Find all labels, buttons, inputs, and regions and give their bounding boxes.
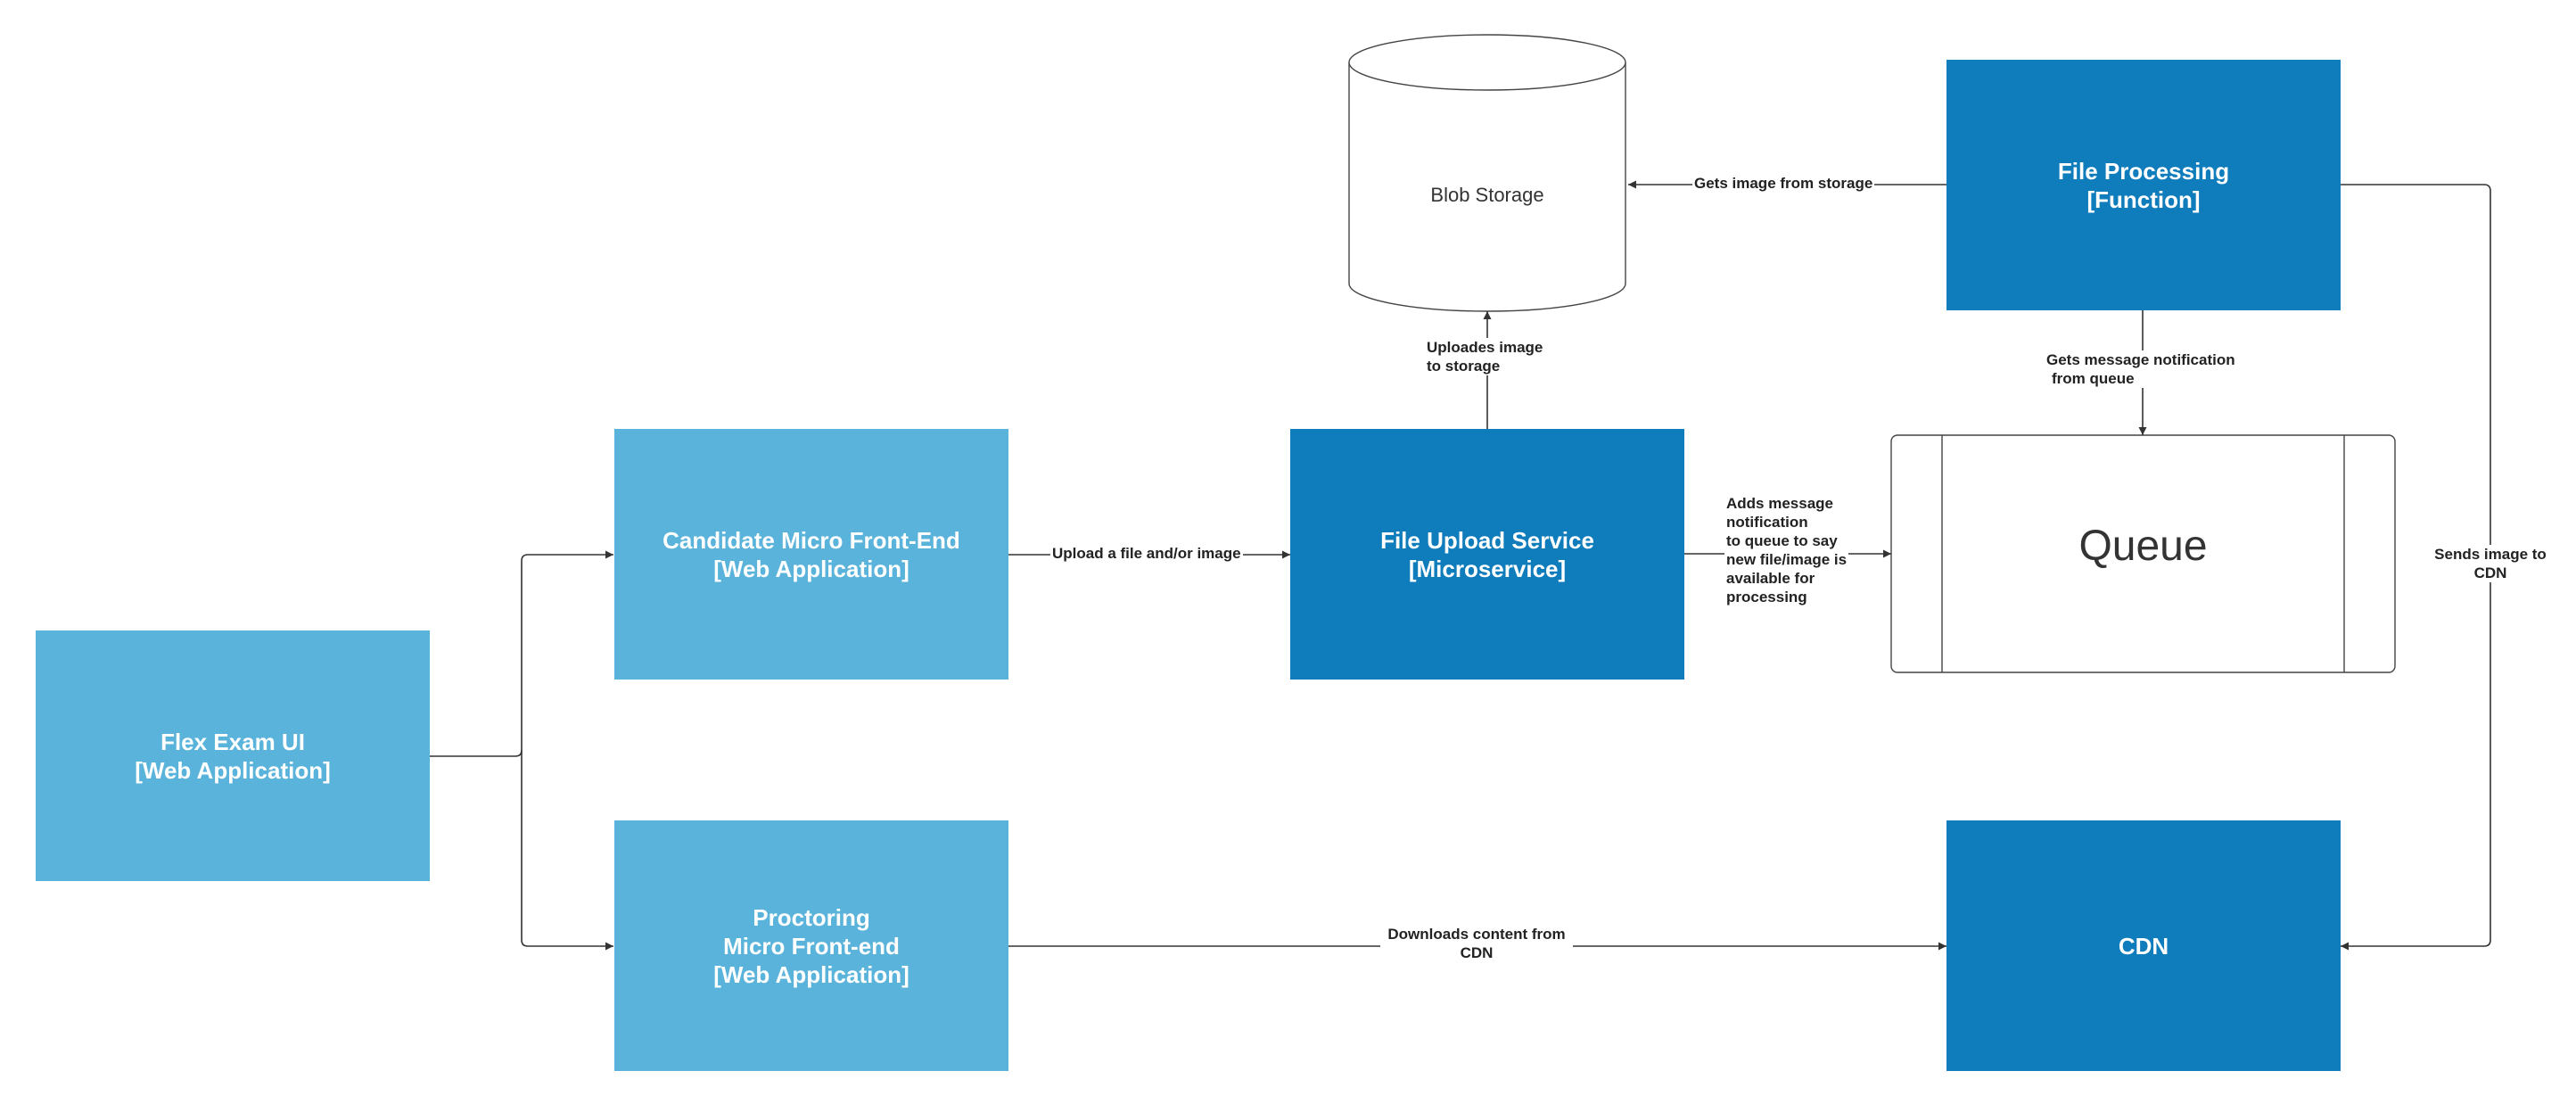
file-upload-service-title: File Upload Service: [1380, 526, 1594, 554]
edge-label-upload-file: Upload a file and/or image: [1050, 544, 1243, 563]
adds-message-line4: new file/image is: [1726, 551, 1848, 568]
file-processing-type: [Function]: [2086, 185, 2201, 213]
candidate-mfe-node[interactable]: Candidate Micro Front-End [Web Applicati…: [614, 429, 1008, 680]
adds-message-line5: available for: [1726, 570, 1815, 587]
gets-message-line1: Gets message notification: [2046, 351, 2235, 368]
proctoring-mfe-title: Proctoring: [753, 903, 870, 931]
cdn-node[interactable]: CDN: [1946, 820, 2341, 1071]
queue-label: Queue: [2078, 523, 2208, 570]
downloads-content-line1: Downloads content from: [1387, 926, 1566, 943]
proctoring-mfe-node[interactable]: Proctoring Micro Front-end [Web Applicat…: [614, 820, 1008, 1071]
uploads-image-line2: to storage: [1427, 358, 1501, 375]
candidate-mfe-title: Candidate Micro Front-End: [663, 526, 960, 554]
cdn-title: CDN: [2118, 932, 2169, 960]
gets-message-line2: from queue: [2052, 370, 2135, 387]
candidate-mfe-type: [Web Application]: [713, 555, 909, 582]
edge-label-downloads-content: Downloads content from CDN: [1380, 925, 1573, 962]
proctoring-mfe-subtitle: Micro Front-end: [723, 932, 900, 960]
edge-flex-to-proctoring: [521, 750, 613, 951]
edge-label-gets-message: Gets message notification from queue: [2045, 350, 2244, 388]
sends-image-line2: CDN: [2473, 564, 2507, 581]
sends-image-line1: Sends image to: [2434, 546, 2547, 563]
edge-flex-to-candidate: [430, 550, 613, 757]
downloads-content-line2: CDN: [1460, 944, 1494, 961]
edge-label-adds-message: Adds message notification to queue to sa…: [1724, 494, 1849, 606]
blob-storage-label: Blob Storage: [1430, 184, 1544, 206]
edge-label-gets-image: Gets image from storage: [1692, 174, 1875, 193]
edge-label-uploads-image: Uploades image to storage: [1425, 338, 1545, 375]
flex-exam-ui-type: [Web Application]: [135, 756, 331, 784]
adds-message-line2: notification: [1726, 514, 1808, 531]
uploads-image-line1: Uploades image: [1427, 339, 1543, 356]
adds-message-line3: to queue to say: [1726, 532, 1838, 549]
file-upload-service-node[interactable]: File Upload Service [Microservice]: [1290, 429, 1684, 680]
file-processing-node[interactable]: File Processing [Function]: [1946, 60, 2341, 310]
queue-shape[interactable]: [1890, 434, 2396, 673]
adds-message-line6: processing: [1726, 589, 1807, 606]
file-upload-service-type: [Microservice]: [1408, 555, 1567, 582]
blob-storage-cylinder[interactable]: [1348, 34, 1626, 312]
flex-exam-ui-title: Flex Exam UI: [160, 728, 305, 755]
proctoring-mfe-type: [Web Application]: [713, 960, 909, 988]
edge-label-sends-image: Sends image to CDN: [2431, 545, 2550, 582]
flex-exam-ui-node[interactable]: Flex Exam UI [Web Application]: [36, 630, 430, 881]
file-processing-title: File Processing: [2057, 157, 2230, 185]
adds-message-line1: Adds message: [1726, 495, 1833, 512]
